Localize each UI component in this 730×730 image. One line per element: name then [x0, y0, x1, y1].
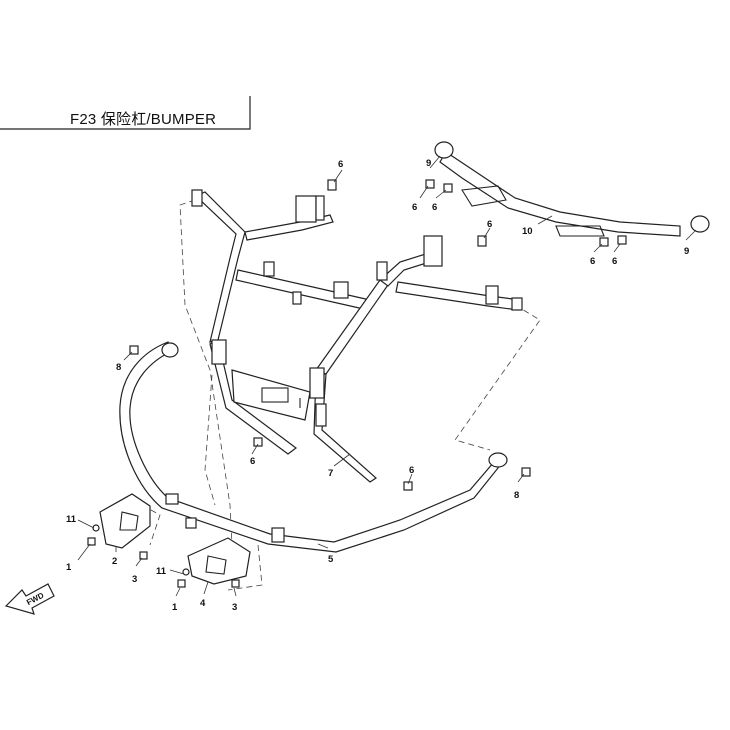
- forward-direction-arrow: FWD: [4, 583, 55, 615]
- left-guard-plate: [99, 493, 151, 549]
- callout-1: 1: [66, 562, 72, 573]
- diagram-title: F23 保险杠/BUMPER: [70, 111, 217, 128]
- rear-frame-assembly: [191, 189, 523, 483]
- callout-3: 3: [132, 574, 137, 585]
- leader-lines: [77, 155, 697, 597]
- title-frame: [0, 96, 251, 130]
- callout-9: 9: [684, 246, 689, 257]
- callout-6: 6: [432, 202, 437, 213]
- callout-1: 1: [172, 602, 178, 613]
- rear-arm-assembly: [434, 141, 710, 237]
- callout-10: 10: [522, 226, 533, 237]
- callout-6: 6: [409, 465, 414, 476]
- callout-8: 8: [116, 362, 121, 373]
- callout-6: 6: [250, 456, 255, 467]
- callout-6: 6: [612, 256, 617, 267]
- callout-6: 6: [338, 159, 343, 170]
- callout-2: 2: [112, 556, 117, 567]
- callout-11: 11: [156, 566, 167, 577]
- callout-7: 7: [328, 468, 333, 479]
- callout-5: 5: [328, 554, 334, 565]
- callout-4: 4: [200, 598, 206, 609]
- front-bumper-tube: [119, 341, 508, 553]
- callout-3: 3: [232, 602, 237, 613]
- callout-9: 9: [426, 158, 431, 169]
- right-guard-plate: [187, 537, 251, 585]
- callout-labels: 6 6 6 6 6 6 6 6 9 9 10 8 8 7 5 11 11 1 1…: [66, 158, 689, 613]
- callout-8: 8: [514, 490, 519, 501]
- callout-6: 6: [590, 256, 595, 267]
- callout-11: 11: [66, 514, 77, 525]
- assembly-dash-lines: [141, 199, 541, 591]
- fastener-set: [87, 179, 627, 588]
- callout-6: 6: [412, 202, 417, 213]
- callout-6: 6: [487, 219, 492, 230]
